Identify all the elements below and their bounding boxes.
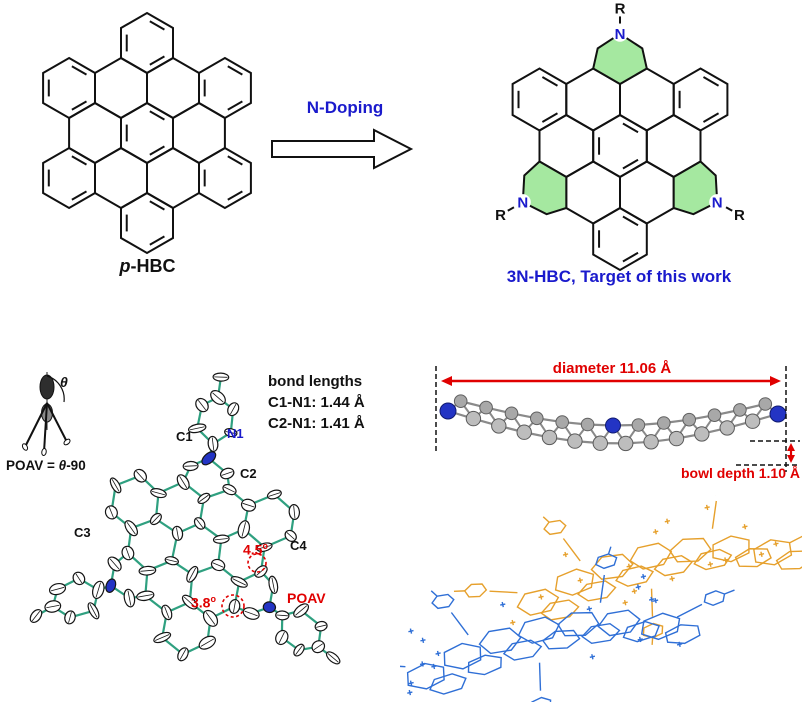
poav-angle-a: 4.5o (243, 541, 268, 558)
packing-molecule-orange (453, 495, 802, 645)
poav-inset-diagram (21, 372, 71, 456)
poav-formula-suffix: -90 (66, 458, 86, 473)
ortep-crystal-structure (21, 372, 341, 665)
packing-molecule-blue (400, 546, 735, 702)
theta-angle-label: θ (60, 374, 68, 390)
poav-angle-b-degree: o (210, 594, 216, 604)
n-atom-label: N (517, 194, 528, 211)
bond-lengths-title: bond lengths (268, 373, 363, 390)
block-arrow (271, 128, 414, 170)
bowl-atoms (439, 394, 787, 452)
theta-arc (46, 375, 65, 403)
bond-length-c2n1: C2-N1: 1.41 Å (268, 415, 365, 432)
bond-length-c1n1: C1-N1: 1.44 Å (268, 394, 365, 411)
bowl-model (435, 366, 800, 472)
diameter-arrowhead-left (441, 376, 452, 386)
p-hbc-structure (42, 11, 252, 255)
poav-angle-a-degree: o (262, 541, 268, 551)
reaction-arrow (271, 128, 414, 170)
diameter-arrowhead-right (770, 376, 781, 386)
atom-label-c2: C2 (240, 466, 257, 481)
depth-arrowhead-top (787, 443, 795, 451)
atom-label-c4: C4 (290, 538, 307, 553)
ortep-atoms (29, 372, 341, 665)
p-hbc-caption: p-HBC (80, 256, 215, 277)
n-atom-label: N (712, 194, 723, 211)
atom-label-c3: C3 (74, 525, 91, 540)
poav-angle-b: 3.8o (191, 594, 216, 611)
poav-angle-circle-b (221, 594, 245, 618)
atom-label-c1: C1 (176, 429, 193, 444)
bowl-side-view (435, 366, 800, 472)
depth-arrowhead-bottom (787, 455, 795, 463)
diameter-label: diameter 11.06 Å (552, 360, 672, 377)
atom-label-n1: N1 (227, 426, 244, 441)
r-group-label: R (495, 207, 506, 224)
bowl-depth-label: bowl depth 1.10 Å (680, 465, 800, 481)
crystal-packing-view (400, 495, 802, 702)
poav-angle-b-value: 3.8 (191, 594, 211, 611)
n-atom-label: N (615, 26, 626, 43)
poav-angle-circle-a (247, 553, 267, 573)
p-hbc-caption-italic-p: p (119, 256, 131, 276)
ortep-structure (29, 372, 341, 665)
poav-formula-prefix: POAV = (6, 458, 59, 473)
target-caption: 3N-HBC, Target of this work (506, 267, 732, 286)
r-group-label: R (615, 0, 626, 17)
p-hbc-caption-rest: -HBC (130, 256, 176, 276)
n-doping-label: N-Doping (306, 98, 384, 117)
poav-label: POAV (287, 590, 326, 606)
poav-formula-theta: θ (58, 458, 67, 473)
r-group-label: R (734, 207, 745, 224)
poav-formula: POAV = θ-90 (6, 458, 86, 474)
p-hbc-rings (42, 11, 252, 255)
poav-angle-a-value: 4.5 (243, 541, 263, 558)
p-orbital-top-lobe (39, 374, 55, 400)
